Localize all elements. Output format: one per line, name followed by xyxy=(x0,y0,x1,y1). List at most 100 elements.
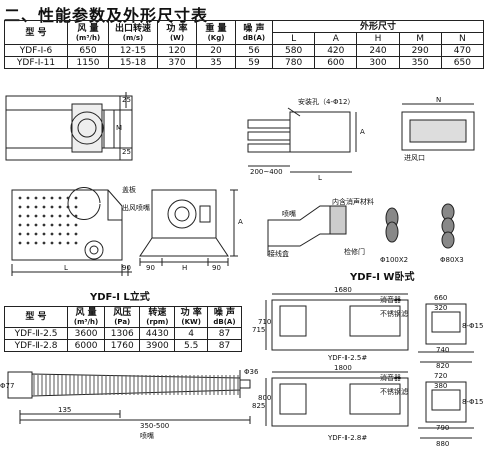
spec-table-1: 型 号 风 量(m³/h) 出口转速(m/s) 功 率(W) 重 量(Kg) 噪… xyxy=(4,20,485,69)
perforation-dot xyxy=(50,214,54,218)
perforation-dot xyxy=(26,232,30,236)
dim-200: 200~400 xyxy=(250,168,283,176)
l-type-front-view xyxy=(11,187,132,276)
label-penzui1: 喷嘴 xyxy=(282,210,296,218)
perforation-dot xyxy=(74,214,78,218)
perforation-dot xyxy=(58,205,62,209)
dim-25b: 25 xyxy=(122,148,131,156)
caption-ydf2-25: YDF-Ⅱ-2.5# xyxy=(328,354,368,362)
perforation-dot xyxy=(66,223,70,227)
perforation-dot xyxy=(58,241,62,245)
perforation-dot xyxy=(34,223,38,227)
table-row: YDF-Ⅰ-6 650 12-15 120 20 56 580 420 240 … xyxy=(4,44,485,57)
perforation-dot xyxy=(42,232,46,236)
perforation-dot xyxy=(18,196,22,200)
cell: 1760 xyxy=(104,339,141,352)
t2-h-flow: 风 量(m³/h) xyxy=(66,306,106,328)
label-jinfeng: 进风口 xyxy=(404,154,425,162)
cell: 35 xyxy=(196,56,236,69)
perforation-dot xyxy=(34,214,38,218)
label-xiaoyin2: 消音器 xyxy=(380,374,401,382)
w-type-nozzles xyxy=(385,203,455,249)
t1-h-power: 功 率(W) xyxy=(157,20,197,45)
perforation-dot xyxy=(34,205,38,209)
table-row: YDF-Ⅱ-2.8 6000 1760 3900 5.5 87 xyxy=(4,339,243,352)
hose-ribs xyxy=(33,375,239,395)
dim-phi77: Φ77 xyxy=(0,382,15,390)
perforation-dot xyxy=(74,232,78,236)
label-phi80: Φ80X3 xyxy=(440,256,464,264)
perforation-dot xyxy=(26,196,30,200)
dim-90c: 90 xyxy=(212,264,221,272)
perforation-dot xyxy=(66,214,70,218)
t1-h-speed: 出口转速(m/s) xyxy=(108,20,158,45)
cell: 87 xyxy=(206,339,243,352)
dim-a1: A xyxy=(238,218,243,226)
dim-8-15b: 8-Φ15 xyxy=(462,398,484,406)
perforation-dot xyxy=(42,241,46,245)
perforation-dot xyxy=(26,205,30,209)
caption-l-type: YDF-Ⅰ L立式 xyxy=(90,292,150,303)
dim-880: 880 xyxy=(436,440,450,448)
t1-h-flow: 风 量(m³/h) xyxy=(67,20,109,45)
label-jiexian: 接线盒 xyxy=(268,250,289,258)
label-chufeng: 出风喷嘴 xyxy=(122,204,150,212)
perforation-dot xyxy=(66,196,70,200)
perforation-dot xyxy=(58,223,62,227)
dim-710: 710 xyxy=(258,318,272,326)
perforation-dot xyxy=(18,214,22,218)
w-type-inlet-view xyxy=(401,103,475,151)
caption-w-type: YDF-Ⅰ W卧式 xyxy=(350,272,415,283)
label-bxg1: 不锈钢滤 xyxy=(380,310,408,318)
perforation-dot xyxy=(74,223,78,227)
perforation-dot xyxy=(50,196,54,200)
dim-a2: A xyxy=(360,128,365,136)
perforation-dot xyxy=(34,232,38,236)
dim-l1: L xyxy=(64,264,68,272)
cell: 650 xyxy=(440,56,485,69)
perforation-dot xyxy=(26,241,30,245)
label-phi100: Φ100X2 xyxy=(380,256,409,264)
cell: YDF-Ⅰ-11 xyxy=(4,56,68,69)
cell: 370 xyxy=(157,56,197,69)
perforation-dot xyxy=(42,205,46,209)
perforation-dot xyxy=(74,205,78,209)
cell: 6000 xyxy=(66,339,106,352)
label-gaiban: 盖板 xyxy=(122,186,136,194)
perforation-dot xyxy=(50,241,54,245)
dim-740: 740 xyxy=(436,346,450,354)
perforation-dot xyxy=(18,241,22,245)
dim-90a: 90 xyxy=(122,264,131,272)
perforation-dot xyxy=(66,232,70,236)
perforation-dot xyxy=(50,232,54,236)
perforation-dots xyxy=(18,196,78,245)
perforation-dot xyxy=(58,196,62,200)
perforation-dot xyxy=(18,223,22,227)
dim-1680: 1680 xyxy=(334,286,352,294)
perforation-dot xyxy=(34,241,38,245)
perforation-dot xyxy=(18,205,22,209)
perforation-dot xyxy=(58,214,62,218)
dim-800: 800 xyxy=(258,394,272,402)
w-type-plan-view xyxy=(247,107,357,173)
flex-hose xyxy=(7,370,251,424)
label-neihe: 内含消声材料 xyxy=(332,198,374,206)
w-type-side-view xyxy=(267,205,347,256)
dim-1800: 1800 xyxy=(334,364,352,372)
perforation-dot xyxy=(26,223,30,227)
caption-ydf2-28: YDF-Ⅱ-2.8# xyxy=(328,434,368,442)
label-anzhuang: 安装孔（4-Φ12） xyxy=(298,98,355,106)
perforation-dot xyxy=(18,232,22,236)
dim-l2: L xyxy=(318,174,322,182)
label-jianxiu: 检修门 xyxy=(344,248,365,256)
dim-135: 135 xyxy=(58,406,72,414)
spec-table-2: 型 号 风 量(m³/h) 风压(Pa) 转速(rpm) 功 率(KW) 噪 声… xyxy=(4,306,243,352)
dim-790: 790 xyxy=(436,424,450,432)
l-type-end-view xyxy=(139,189,238,266)
dim-820: 820 xyxy=(436,362,450,370)
dim-h: H xyxy=(182,264,188,272)
label-bxg2: 不锈钢滤 xyxy=(380,388,408,396)
perforation-dot xyxy=(74,196,78,200)
